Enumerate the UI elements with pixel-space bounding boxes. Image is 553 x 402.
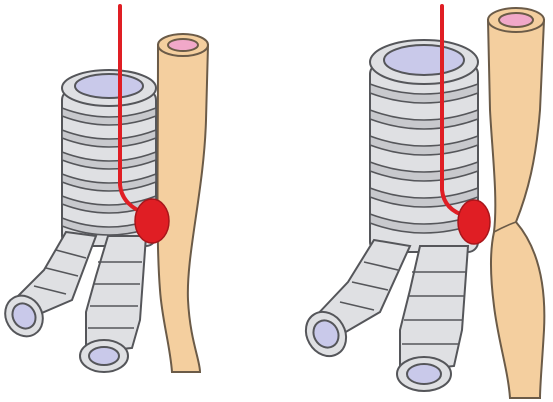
left-panel bbox=[4, 4, 210, 373]
bronchi-left bbox=[4, 230, 148, 373]
lymph-node-left bbox=[134, 198, 170, 244]
bronchi-right bbox=[304, 238, 470, 392]
esophagus-right bbox=[486, 7, 546, 399]
esophagus-left bbox=[156, 33, 210, 373]
right-panel bbox=[304, 4, 546, 399]
lymph-node-right bbox=[457, 199, 491, 245]
